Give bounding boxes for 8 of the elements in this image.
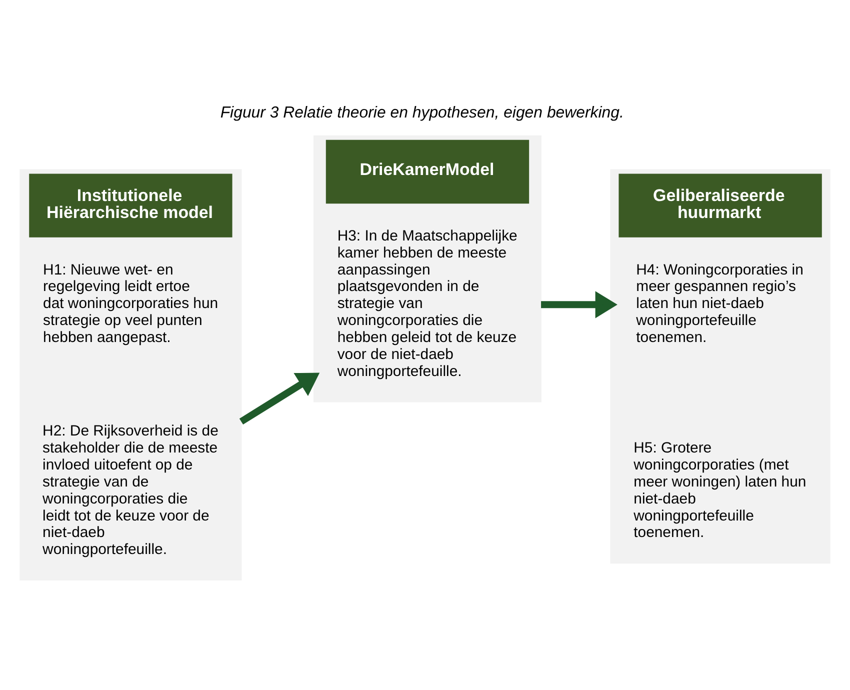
node-text: H1: Nieuwe wet- en regelgeving leidt ertoe dat woningcorporaties hun strategie op veel punten hebben aangepast. [43, 261, 218, 346]
node-text: H3: In de Maatschappelijke kamer hebben de meeste aanpassingen plaatsgevonden in de strategie van woningcorporaties die hebben geleid tot de keuze voor de niet-daeb woningportefeuille. [337, 227, 518, 380]
node-text: H2: De Rijksoverheid is de stakeholder die de meeste invloed uitoefent op de strategie van de woningcorporaties die leidt tot de keuze voor de niet-daeb woningportefeuille. [42, 422, 218, 558]
node-text: H4: Woningcorporaties in meer gespannen regio’s laten hun niet-daeb woningportefeuille toenemen. [636, 261, 804, 346]
caption: Figuur 3 Relatie theorie en hypothesen, eigen bewerking. [220, 104, 624, 122]
node-text: H5: Grotere woningcorporaties (met meer woningen) laten hun niet-daeb woningportefeuille toenemen. [634, 440, 806, 542]
arrow [239, 372, 320, 425]
arrow [541, 291, 618, 318]
